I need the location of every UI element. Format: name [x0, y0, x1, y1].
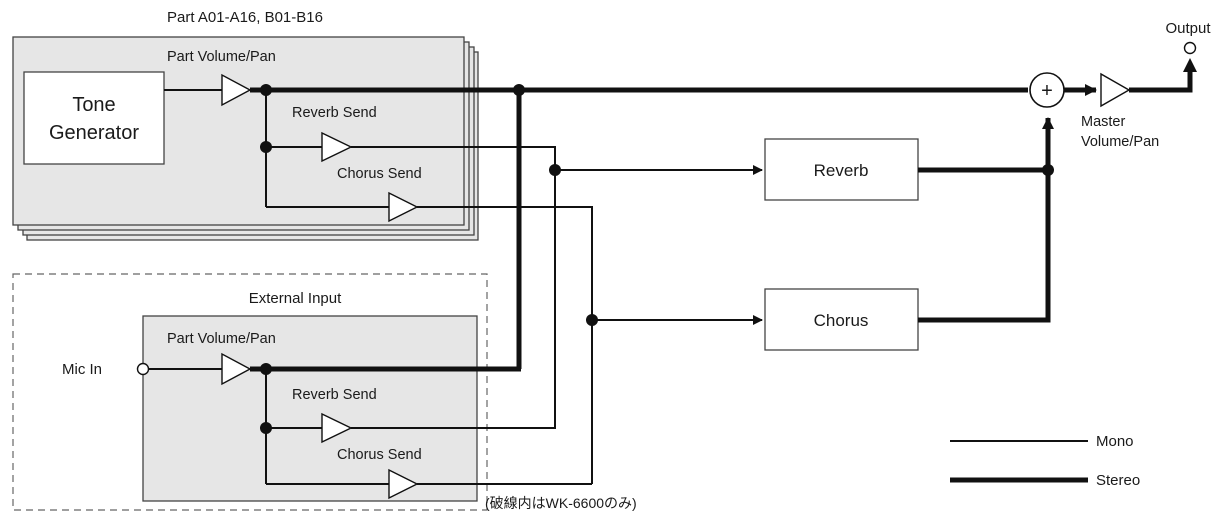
junction-dot — [513, 84, 525, 96]
upper-reverb-send-wire — [351, 146, 556, 424]
master-label-2: Volume/Pan — [1081, 134, 1159, 150]
tone-generator-label-1: Tone — [72, 94, 115, 116]
junction-dot — [260, 422, 272, 434]
ext-reverb-send-amp-icon — [321, 412, 353, 444]
ext-chorus-send-label: Chorus Send — [337, 447, 422, 463]
chorus-label: Chorus — [814, 311, 869, 330]
mixer-sum-symbol: + — [1041, 80, 1053, 102]
reverb-label: Reverb — [814, 161, 869, 180]
chorus-return-wire — [918, 170, 1051, 323]
upper-chorus-send-wire — [417, 206, 593, 484]
junction-dot — [260, 141, 272, 153]
chorus-box — [764, 288, 919, 351]
junction-dot — [260, 363, 272, 375]
part-volume-pan-label: Part Volume/Pan — [167, 49, 276, 65]
chorus-send-label: Chorus Send — [337, 166, 422, 182]
ext-reverb-send-label: Reverb Send — [292, 387, 377, 403]
ext-reverb-send-wire — [351, 424, 556, 429]
output-label: Output — [1165, 20, 1211, 37]
master-label-1: Master — [1081, 114, 1125, 130]
legend-mono-label: Mono — [1096, 433, 1134, 450]
junction-dot — [1042, 164, 1054, 176]
junction-dot — [586, 314, 598, 326]
master-to-output-wire — [1129, 70, 1193, 93]
upper-reverb-send-amp-icon — [321, 131, 353, 163]
wk6600-note: (破線内はWK-6600のみ) — [485, 495, 637, 511]
external-part-box — [142, 315, 478, 502]
mic-in-label: Mic In — [62, 361, 102, 378]
ext-part-volume-pan-label: Part Volume/Pan — [167, 331, 276, 347]
reverb-send-label: Reverb Send — [292, 105, 377, 121]
external-dashed-region — [12, 273, 488, 511]
junction-dot — [549, 164, 561, 176]
junction-dot — [260, 84, 272, 96]
reverb-box — [764, 138, 919, 201]
upper-chorus-send-amp-icon — [388, 191, 419, 223]
upper-volume-amp-icon — [221, 73, 252, 107]
ext-volume-amp-icon — [221, 352, 252, 386]
output-arrow-icon — [1183, 58, 1197, 72]
master-volume-amp-icon — [1100, 72, 1131, 108]
output-jack-icon — [1183, 41, 1197, 55]
ext-chorus-send-amp-icon — [388, 468, 419, 500]
mic-in-jack-icon — [136, 362, 150, 376]
legend-stereo-label: Stereo — [1096, 472, 1140, 489]
external-input-title: External Input — [249, 290, 342, 307]
tone-generator-box — [23, 71, 165, 165]
part-group-title: Part A01-A16, B01-B16 — [167, 9, 323, 26]
tone-generator-label-2: Generator — [49, 122, 139, 144]
